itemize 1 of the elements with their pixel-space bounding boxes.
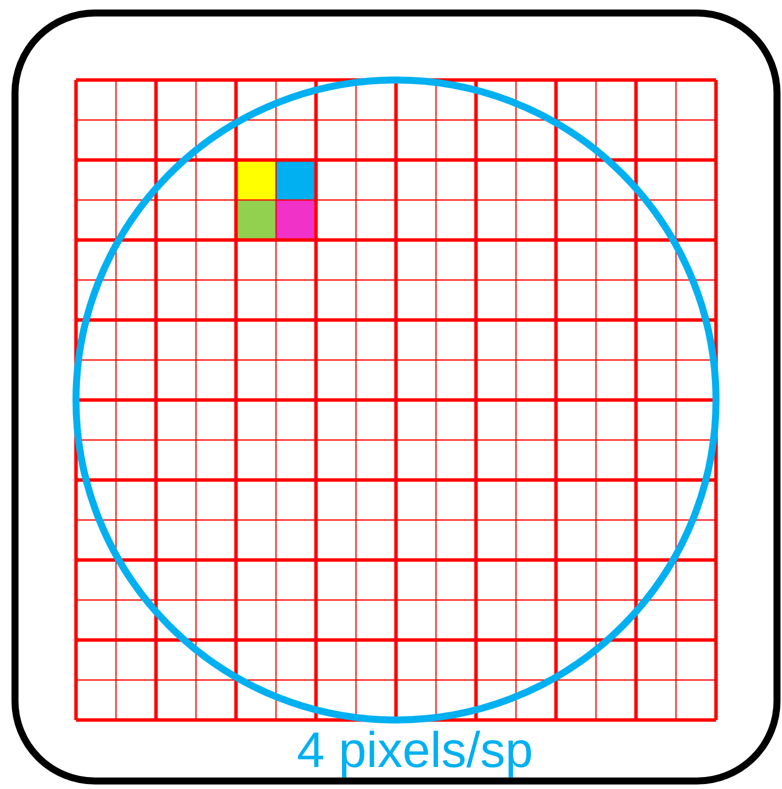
scale-label: 4 pixels/sp: [296, 722, 534, 778]
